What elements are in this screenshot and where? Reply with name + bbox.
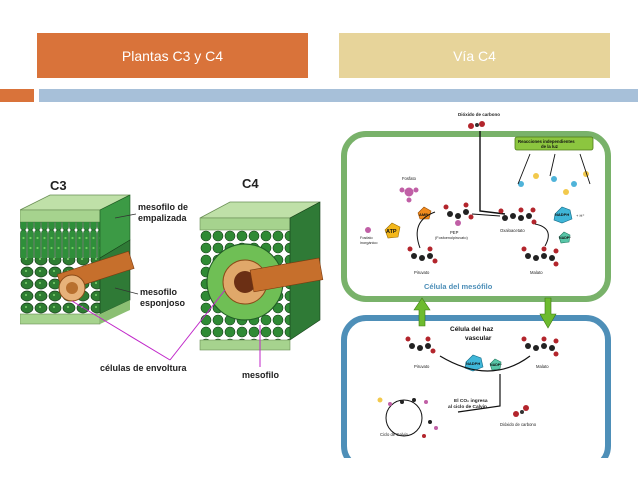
ion-4 <box>571 181 577 187</box>
c4-lower-epidermis <box>199 339 291 351</box>
piruvato-top-molecule <box>407 246 438 264</box>
label-malato-bottom: Malato <box>536 364 549 369</box>
pi-molecule <box>365 227 371 233</box>
ion-1 <box>518 181 524 187</box>
label-ciclo-calvin: Ciclo de Calvin <box>380 432 409 437</box>
co2-molecule-top <box>468 123 474 129</box>
arrow-pep-oxaloacetato <box>471 213 501 217</box>
label-piruvato-top: Piruvato <box>414 270 430 275</box>
label-mesofilo-empalizada-1: mesofilo de <box>138 202 188 212</box>
co2-oxygen-bottom <box>523 405 529 411</box>
arrow-piruvato-pep <box>416 211 436 249</box>
label-celula-haz-2: vascular <box>465 335 492 342</box>
tab-via-c4-label: Vía C4 <box>453 47 496 64</box>
light-reaction-arrows <box>517 153 591 185</box>
co2-molecule-bottom <box>513 411 519 417</box>
label-fosfato-inorganico-1: Fosfato <box>360 236 373 240</box>
label-pep: PEP <box>450 230 459 235</box>
reacciones-box <box>514 136 594 151</box>
nadp-bottom-badge <box>489 358 502 371</box>
c4-vascular-bundle <box>249 257 324 293</box>
label-dioxido-top: Dióxido de carbono <box>458 112 500 117</box>
arrow-oxaloacetato-malato <box>534 223 549 247</box>
phosphate-o2 <box>413 187 419 193</box>
label-co2-ingresa-1: El CO₂ ingresa <box>454 398 488 404</box>
c3-xylem <box>66 282 78 294</box>
calvin-cycle-loop <box>385 399 423 437</box>
label-atp: ATP <box>386 229 397 235</box>
label-h-plus: + H⁺ <box>576 213 584 218</box>
pointer-envoltura-c4 <box>169 289 226 361</box>
label-amp: AMP <box>419 212 428 217</box>
atp-badge <box>384 222 401 239</box>
arrow-piruvato-up <box>413 297 431 327</box>
ion-2 <box>533 173 539 179</box>
piruvato-bottom-molecule <box>405 336 436 354</box>
c4-pathway-diagram: Dióxido de carbono Reacciones independie… <box>341 112 611 458</box>
pep-molecule <box>443 202 474 226</box>
co2-carbon-top <box>475 123 479 127</box>
tab-plantas-c3-c4-label: Plantas C3 y C4 <box>121 47 224 64</box>
label-mesofilo: mesofilo <box>242 370 280 380</box>
c4-epidermis-cells <box>199 217 291 231</box>
label-c3: C3 <box>50 178 67 193</box>
ion-3 <box>551 176 557 182</box>
label-mesofilo-esponjoso-2: esponjoso <box>140 298 186 308</box>
co2-oxygen-top <box>479 121 485 127</box>
label-piruvato-bottom: Piruvato <box>414 364 430 369</box>
label-mesofilo-empalizada-2: empalizada <box>138 213 188 223</box>
nadp-top-badge <box>558 231 571 244</box>
c4-vascular-core <box>234 271 256 293</box>
c3-lower-side <box>100 300 130 324</box>
label-celula-mesofilo: Célula del mesófilo <box>424 282 493 291</box>
label-celulas-envoltura: células de envoltura <box>100 363 188 373</box>
phosphate-molecule <box>404 187 414 197</box>
header-accent-blue <box>39 89 638 102</box>
c3-palisade-mesophyll <box>20 222 100 258</box>
label-nadph-top: NADPH <box>555 212 569 217</box>
pointer-esponjoso <box>114 287 139 295</box>
ion-5 <box>563 189 569 195</box>
label-celula-haz-1: Célula del haz <box>450 326 494 333</box>
tab-plantas-c3-c4: Plantas C3 y C4 <box>37 33 308 78</box>
label-fosfato: Fosfato <box>402 176 417 181</box>
oxaloacetato-molecule <box>498 207 537 225</box>
calvin-intermediates <box>377 397 438 438</box>
arrow-co2-in <box>479 131 506 215</box>
pointer-envoltura-c3 <box>71 300 171 361</box>
c3-epidermis-cells <box>20 209 101 223</box>
arrow-co2-calvin <box>457 374 501 413</box>
leaf-cross-section-diagram: C3 mesofilo de empalizada mesofilo espon… <box>20 176 324 380</box>
phosphate-o3 <box>406 197 412 203</box>
c3-lower-epidermis <box>20 313 101 325</box>
arrow-malato-piruvato <box>439 355 531 372</box>
header-accent-orange <box>0 89 34 102</box>
co2-carbon-bottom <box>520 410 524 414</box>
bundle-sheath-cell <box>341 315 611 458</box>
label-dioxido-bottom: Dióxido de carbono <box>500 422 537 427</box>
tab-via-c4: Vía C4 <box>339 33 610 78</box>
label-nadp-top: NADP⁺ <box>559 236 571 240</box>
label-oxaloacetato: Oxaloacetato <box>500 228 525 233</box>
label-c4: C4 <box>242 176 259 191</box>
label-reacciones-1: Reacciones independientes <box>518 139 575 144</box>
label-mesofilo-esponjoso-1: mesofilo <box>140 287 178 297</box>
label-nadph-bottom: NADPH <box>466 361 480 366</box>
label-fosfato-inorganico-2: inorgánico <box>360 241 378 245</box>
pointer-empalizada <box>114 213 137 219</box>
phosphate-o1 <box>399 187 405 193</box>
label-malato-top: Malato <box>530 270 543 275</box>
malato-bottom-molecule <box>521 336 559 357</box>
malato-top-molecule <box>521 246 559 267</box>
arrow-malato-down <box>539 297 557 329</box>
label-reacciones-2: de la luz <box>541 144 558 149</box>
label-co2-ingresa-2: al ciclo de Calvin <box>448 404 487 410</box>
nadph-top-badge <box>553 206 573 224</box>
label-nadp-bottom: NADP⁺ <box>490 363 502 367</box>
label-pep-sub: (Fosfoenolpiruvato) <box>435 236 468 240</box>
